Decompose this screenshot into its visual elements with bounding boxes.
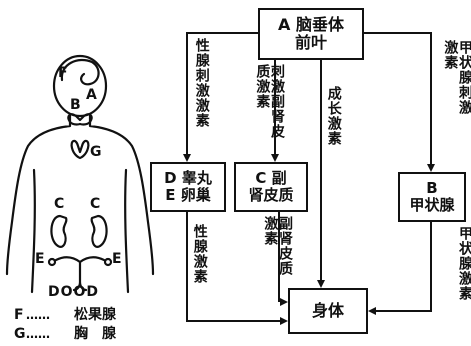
label-acth: 刺激副肾皮质激素: [254, 64, 285, 139]
marker-a: A: [86, 87, 97, 103]
line-a-thyroid: [430, 32, 432, 164]
line-a-body: [320, 60, 322, 280]
marker-e-right: E: [112, 251, 122, 267]
key-letter: G: [14, 326, 26, 342]
line-a-adrenal: [274, 60, 276, 154]
head-outline: [52, 54, 108, 118]
marker-c-right: C: [90, 196, 101, 212]
arrowhead-body-thyroid: [368, 307, 376, 315]
box-gonads: D 睾丸 E 卵巢: [150, 162, 226, 212]
marker-dood: DOOD: [48, 284, 100, 300]
gonads-line1: D 睾丸: [164, 168, 212, 187]
line-adrenal-body: [278, 212, 280, 302]
torso-outline: [5, 112, 155, 294]
label-cortical-hormone: 副肾皮质激素: [262, 216, 293, 276]
label-gonadotropin: 性腺刺激激素: [193, 38, 210, 128]
marker-c-left: C: [54, 196, 65, 212]
marker-e-left: E: [35, 251, 45, 267]
thyroid-shape: [67, 113, 93, 126]
pituitary-line2: 前叶: [294, 33, 327, 52]
marker-g: G: [90, 144, 102, 160]
arrowhead-thyroid: [427, 164, 435, 172]
brain-outline: [60, 58, 100, 86]
marker-b: B: [70, 97, 81, 113]
legend-key: F …… 松果腺 G …… 胸 腺: [14, 304, 116, 342]
box-adrenal: C 副 肾皮质: [234, 162, 308, 212]
key-letter: F: [14, 307, 24, 323]
line-thyroid-down: [430, 222, 432, 312]
box-body: 身体: [288, 288, 368, 334]
marker-f: F: [58, 65, 68, 81]
pituitary-line1: A 脑垂体: [278, 14, 344, 34]
line-a-right: [364, 32, 432, 34]
arrowhead-body-cortical: [280, 298, 288, 306]
arrowhead-body-sex: [280, 317, 288, 325]
line-gonads-body: [186, 320, 280, 322]
label-tsh: 甲状腺刺激激素: [442, 40, 471, 115]
adrenal-line2: 肾皮质: [248, 186, 294, 204]
label-sex-hormone: 性腺激素: [191, 224, 208, 284]
gonads-line2: E 卵巢: [165, 186, 211, 204]
kidney-right: [90, 214, 108, 248]
thyroid-line1: B: [426, 178, 438, 197]
key-dots: ……: [26, 308, 50, 322]
box-thyroid: B 甲状腺: [398, 172, 466, 222]
line-a-left: [186, 32, 258, 34]
key-row-g: G …… 胸 腺: [14, 323, 116, 342]
label-growth: 成长激素: [325, 86, 342, 146]
arrowhead-body-growth: [317, 280, 325, 288]
adrenal-line1: C 副: [255, 168, 287, 187]
box-pituitary: A 脑垂体 前叶: [258, 8, 364, 60]
key-row-f: F …… 松果腺: [14, 304, 116, 323]
key-name: 胸 腺: [74, 326, 116, 342]
kidney-left: [50, 214, 68, 248]
arrowhead-gonads: [183, 154, 191, 162]
line-a-gonads: [186, 32, 188, 154]
body-label: 身体: [311, 300, 344, 320]
arrowhead-adrenal: [271, 154, 279, 162]
key-name: 松果腺: [74, 307, 116, 323]
uterus-shape: [54, 256, 106, 292]
label-thyroid-hormone: 甲状腺激素: [457, 226, 471, 301]
thyroid-line2: 甲状腺: [409, 196, 455, 214]
ovary-left: [47, 257, 57, 267]
line-gonads-down: [186, 212, 188, 322]
ovary-right: [103, 257, 113, 267]
thymus-shape: [70, 139, 90, 160]
key-dots: ……: [26, 327, 50, 341]
line-thyroid-body: [376, 310, 432, 312]
